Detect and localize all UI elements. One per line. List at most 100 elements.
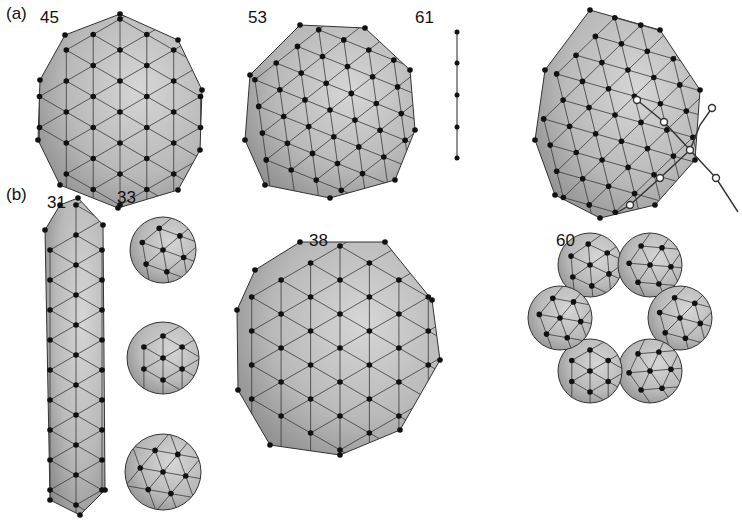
mesh-edge <box>641 390 653 407</box>
mesh-edge <box>147 19 174 35</box>
mesh-edge <box>550 145 576 152</box>
mesh-edge <box>76 475 77 505</box>
atom-dot <box>198 125 204 131</box>
atom-dot <box>181 255 187 261</box>
atom-dot <box>599 60 605 66</box>
atom-dot <box>569 379 575 385</box>
mesh-edge <box>200 97 201 128</box>
atom-dot <box>604 250 610 256</box>
mesh-edge <box>344 23 365 40</box>
mesh-edge <box>144 336 163 347</box>
mesh-edge <box>76 325 77 355</box>
mesh-edge <box>76 355 102 370</box>
mesh-edge <box>126 486 134 508</box>
mesh-edge <box>547 318 561 334</box>
mesh-edge <box>50 280 76 295</box>
mesh-edge <box>156 494 171 512</box>
mesh-edge <box>171 476 186 494</box>
mesh-edge <box>66 81 67 112</box>
mesh-edge <box>384 157 409 167</box>
mesh-edge <box>287 143 291 170</box>
mesh-edge <box>369 246 399 263</box>
mesh-edge <box>93 159 120 175</box>
mesh-edge <box>281 399 311 416</box>
mesh-edge <box>280 90 284 117</box>
mesh-edge <box>163 358 164 380</box>
mesh-edge <box>311 297 340 314</box>
mesh-edge <box>76 325 102 340</box>
atom-dot <box>437 357 443 363</box>
mesh-edge <box>291 153 312 170</box>
mesh-edge <box>66 128 93 144</box>
mesh-edge <box>173 81 174 112</box>
mesh-edge <box>163 358 182 369</box>
mesh-edge <box>398 280 399 314</box>
atom-dot <box>297 22 303 28</box>
atom-dot <box>99 277 105 283</box>
atom-dot <box>638 243 644 249</box>
mesh-edge <box>50 490 51 520</box>
mesh-edge <box>311 263 340 280</box>
mesh-edge <box>602 160 609 186</box>
mesh-edge <box>76 295 77 325</box>
mesh-edge <box>673 137 693 156</box>
mesh-edge <box>638 354 650 371</box>
mesh-edge <box>348 67 373 77</box>
linear-chain <box>455 30 460 161</box>
mesh-edge <box>401 114 405 141</box>
mesh-edge <box>615 115 622 141</box>
mesh-edge <box>310 433 311 467</box>
mesh-edge <box>700 309 715 324</box>
atom-dot <box>175 452 181 458</box>
atom-dot <box>47 247 53 253</box>
atom-dot <box>392 177 398 183</box>
mesh-edge <box>40 112 67 128</box>
mesh-edge <box>660 313 680 318</box>
mesh-edge <box>316 180 341 190</box>
atom-dot <box>47 277 53 283</box>
mesh-edge <box>355 120 359 147</box>
atom-dot <box>47 397 53 403</box>
mesh-edge <box>50 460 51 490</box>
cluster-polyhedron <box>618 229 692 303</box>
mesh-edge <box>174 50 201 66</box>
mesh-edge <box>590 361 608 372</box>
mesh-edge <box>310 399 311 433</box>
atom-dot <box>73 202 79 208</box>
mesh-edge <box>369 433 399 450</box>
atom-dot <box>396 311 402 317</box>
mesh-edge <box>628 167 654 174</box>
mesh-edge <box>102 490 103 520</box>
mesh-edge <box>557 171 564 197</box>
mesh-edge <box>163 380 164 402</box>
atom-dot <box>100 222 106 228</box>
mesh-edge <box>428 331 458 348</box>
mesh-edge <box>641 122 648 148</box>
atom-dot <box>73 262 79 268</box>
atom-dot <box>73 502 79 508</box>
mesh-edge <box>93 81 120 97</box>
mesh-edge <box>93 50 120 66</box>
mesh-edge <box>539 314 546 334</box>
mesh-edge <box>609 274 611 295</box>
atom-dot <box>587 368 593 374</box>
atom-dot <box>171 140 177 146</box>
atom-dot <box>117 171 123 177</box>
mesh-edge <box>553 282 567 298</box>
mesh-edge <box>147 128 174 144</box>
mesh-edge <box>182 347 183 369</box>
mesh-edge <box>120 174 147 190</box>
mesh-edge <box>567 322 581 338</box>
triangle-mesh <box>126 415 224 525</box>
mesh-edge <box>259 106 263 133</box>
mesh-edge <box>120 4 147 20</box>
atom-dot <box>657 27 663 33</box>
mesh-edge <box>583 160 602 179</box>
mesh-edge <box>50 475 76 490</box>
mesh-edge <box>93 128 94 159</box>
mesh-edge <box>163 325 182 336</box>
polyhedron-face <box>38 14 202 208</box>
mesh-edge <box>654 59 674 78</box>
mesh-edge <box>570 108 589 127</box>
atom-dot <box>647 368 653 374</box>
